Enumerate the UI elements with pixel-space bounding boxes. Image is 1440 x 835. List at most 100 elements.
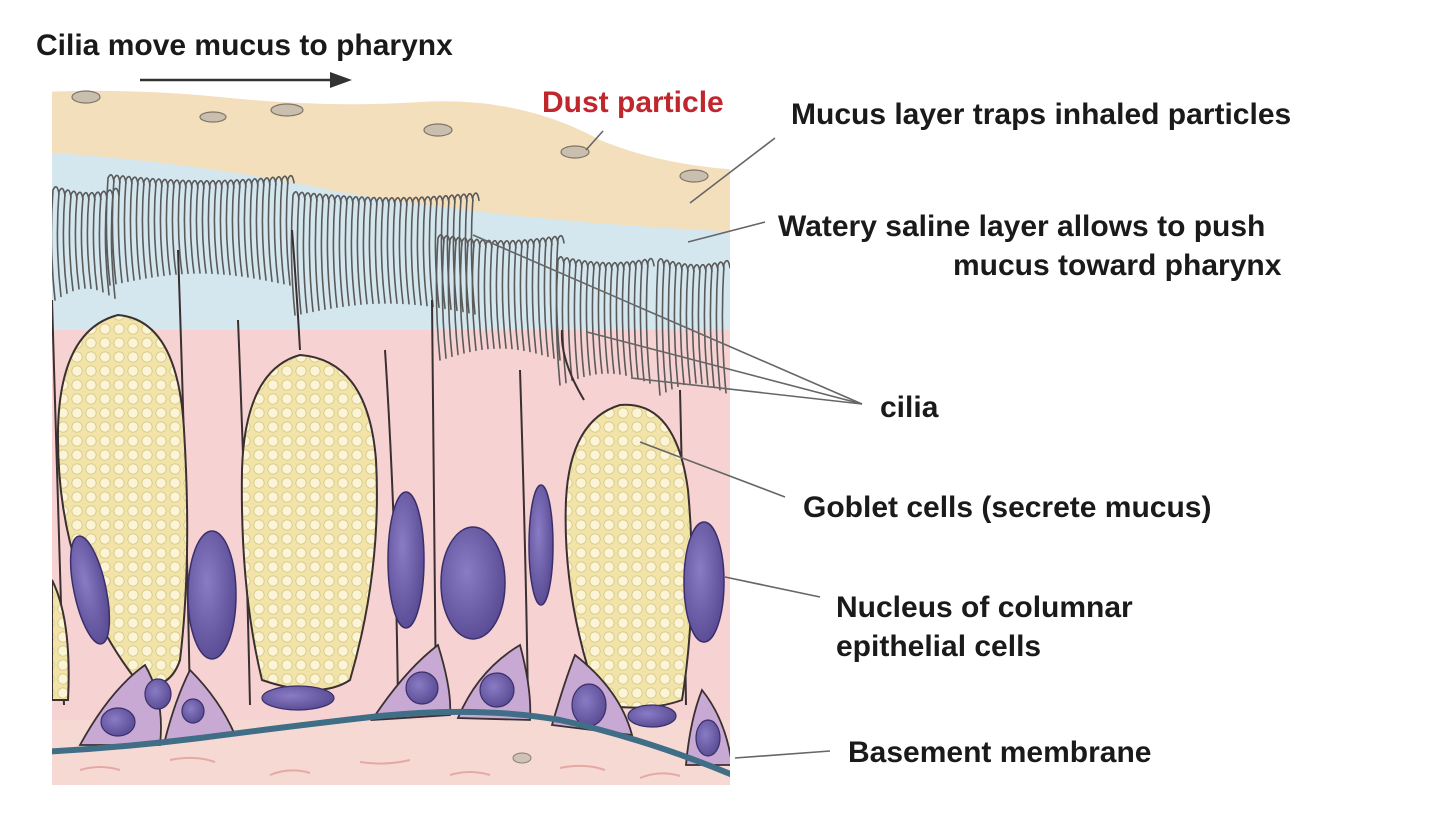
cilium — [219, 179, 229, 275]
nucleus-1 — [69, 535, 111, 645]
leader-mucus — [689, 137, 776, 204]
cilium — [447, 235, 457, 358]
basement-membrane — [52, 708, 730, 778]
cilium — [531, 238, 541, 354]
label-nucleus-line1: Nucleus of columnar — [836, 591, 1133, 624]
cilium — [555, 256, 565, 386]
cilium — [195, 179, 205, 274]
cilium — [141, 177, 151, 279]
dust-particle-4 — [423, 123, 453, 137]
cilium — [296, 191, 306, 315]
cilium — [459, 237, 469, 354]
cilium — [404, 196, 414, 305]
basal-nucleus-3 — [181, 698, 205, 724]
cilium — [62, 189, 72, 295]
dust-particle-2 — [199, 111, 227, 123]
cilium — [495, 239, 505, 349]
nucleus-2 — [187, 530, 237, 660]
cilium — [655, 258, 665, 396]
dust-particle-5 — [560, 145, 590, 159]
cilium — [609, 261, 619, 375]
dust-particle-6 — [679, 169, 709, 183]
cilium — [549, 235, 559, 359]
cilium — [183, 179, 193, 275]
cilium — [350, 195, 360, 306]
cilium — [255, 177, 265, 280]
leader-goblet — [639, 441, 786, 498]
goblet-cell-edge — [52, 579, 70, 701]
cilium — [667, 260, 677, 390]
cilium — [92, 191, 102, 291]
connective-fibers — [79, 756, 681, 779]
label-cilia: cilia — [880, 391, 939, 424]
cilium — [338, 195, 348, 308]
cilium — [709, 262, 719, 388]
cilium — [249, 178, 259, 279]
nucleus-5 — [528, 484, 554, 606]
cilium — [380, 196, 390, 304]
dust-particle-1 — [71, 90, 101, 104]
cilium — [386, 197, 396, 304]
cilium — [213, 179, 223, 275]
cilium — [273, 176, 283, 284]
leader-lines — [472, 130, 863, 759]
cilium — [721, 259, 730, 394]
cilium — [105, 174, 115, 286]
flow-arrow — [140, 72, 352, 88]
cilium — [697, 263, 707, 385]
cilium — [290, 191, 300, 316]
cilium — [691, 264, 701, 384]
cilium — [165, 179, 175, 276]
cilium — [555, 234, 565, 361]
label-watery-line1: Watery saline layer allows to push — [778, 210, 1266, 243]
cilium — [453, 236, 463, 356]
cilium — [129, 176, 139, 281]
cilium — [237, 178, 247, 277]
cilium — [603, 262, 613, 374]
cilium — [685, 263, 695, 385]
cilium — [585, 260, 595, 376]
cilium — [489, 239, 499, 349]
cilium — [56, 187, 66, 298]
label-nucleus-line2: epithelial cells — [836, 630, 1042, 663]
leader-nucleus — [724, 576, 821, 598]
cilium — [279, 175, 289, 285]
cilium — [231, 179, 241, 277]
cilium — [615, 261, 625, 375]
cilium — [573, 259, 583, 380]
cilium — [86, 191, 96, 290]
basal-nucleus-4 — [261, 685, 335, 711]
cilium — [171, 179, 181, 275]
basal-nuclei — [100, 671, 721, 757]
cilium — [267, 176, 277, 283]
cilium — [201, 180, 211, 274]
cilium — [543, 236, 553, 358]
cilium — [537, 237, 547, 356]
cilium — [68, 190, 78, 292]
cilium — [410, 196, 420, 306]
cilium — [428, 195, 438, 308]
cilium — [225, 179, 235, 276]
basal-nucleus-2 — [144, 678, 172, 710]
label-goblet-cells: Goblet cells (secrete mucus) — [803, 491, 1212, 524]
cilium — [633, 259, 643, 380]
cilium — [519, 239, 529, 352]
cilium — [285, 174, 295, 286]
basal-nucleus-9 — [695, 719, 721, 757]
cilium — [477, 239, 487, 351]
cilium — [177, 179, 187, 275]
leader-basement — [734, 750, 831, 759]
leader-cilia-1 — [472, 234, 863, 405]
cilia-group — [52, 174, 730, 396]
basal-nucleus-5 — [405, 671, 439, 705]
cilium — [302, 192, 312, 314]
cilium — [645, 257, 655, 384]
nucleus-3 — [387, 491, 425, 629]
cilium — [525, 238, 535, 353]
cilium — [513, 239, 523, 351]
cilium — [243, 178, 253, 278]
cilium — [507, 239, 517, 350]
cilium — [392, 196, 402, 304]
cilium — [422, 196, 432, 307]
